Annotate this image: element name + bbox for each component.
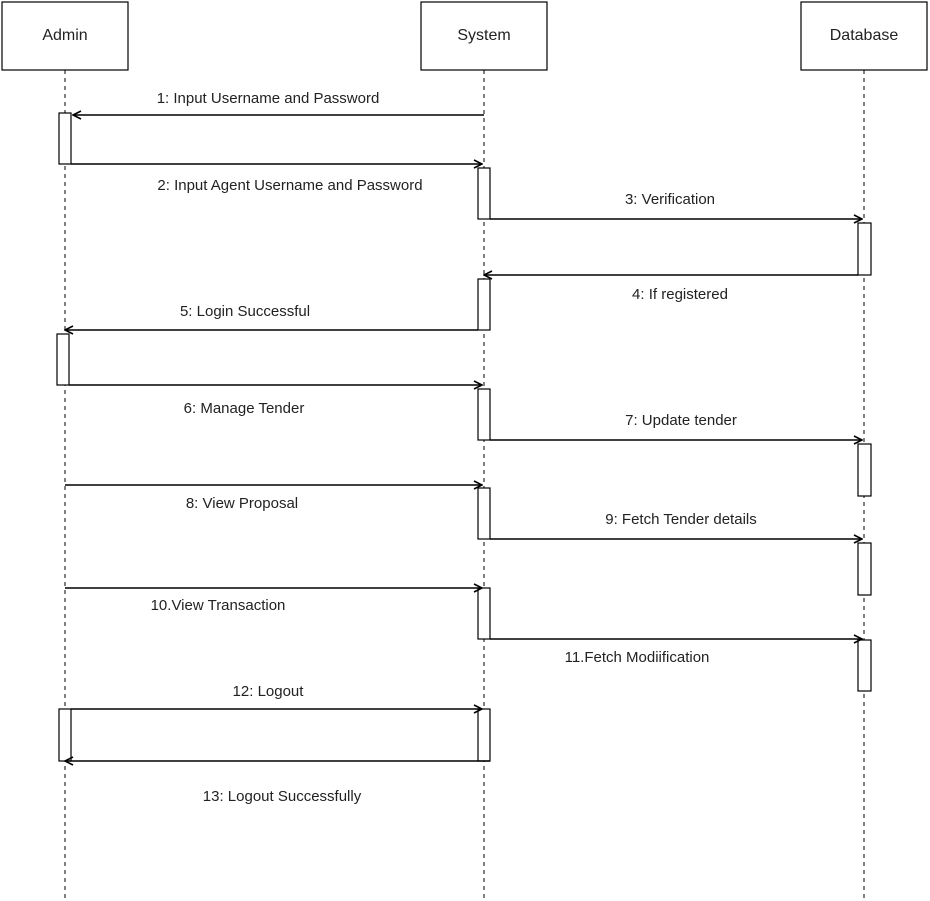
participant-label-system: System xyxy=(457,27,510,44)
message-label: 4: If registered xyxy=(632,286,728,303)
activation-bar-admin xyxy=(56,333,70,386)
participant-label-database: Database xyxy=(830,27,899,44)
activation-bar-database xyxy=(857,542,872,596)
message-label: 1: Input Username and Password xyxy=(157,90,380,107)
activation-bar-database xyxy=(857,639,872,692)
participant-system: System xyxy=(420,1,548,71)
activation-bar-admin xyxy=(58,112,72,165)
message-label: 5: Login Successful xyxy=(180,303,310,320)
message-label: 2: Input Agent Username and Password xyxy=(157,177,422,194)
activation-bar-system xyxy=(477,487,491,540)
activation-bar-system xyxy=(477,388,491,441)
message-label: 8: View Proposal xyxy=(186,495,298,512)
activation-bar-database xyxy=(857,443,872,497)
message-label: 10.View Transaction xyxy=(151,597,286,614)
activation-bar-admin xyxy=(58,708,72,762)
activation-bar-database xyxy=(857,222,872,276)
activation-bar-system xyxy=(477,167,491,220)
activation-bar-system xyxy=(477,278,491,331)
participant-box-system xyxy=(420,1,548,71)
participant-label-admin: Admin xyxy=(42,27,87,44)
message-label: 11.Fetch Modiification xyxy=(565,649,710,666)
message-label: 3: Verification xyxy=(625,191,715,208)
message-label: 12: Logout xyxy=(233,683,305,700)
message-label: 7: Update tender xyxy=(625,412,737,429)
message-label: 9: Fetch Tender details xyxy=(605,511,756,528)
participant-admin: Admin xyxy=(1,1,129,71)
message-label: 6: Manage Tender xyxy=(184,400,305,417)
activation-bar-system xyxy=(477,708,491,762)
message-label: 13: Logout Successfully xyxy=(203,788,362,805)
participant-box-admin xyxy=(1,1,129,71)
activation-bar-system xyxy=(477,587,491,640)
participant-box-database xyxy=(800,1,928,71)
participant-database: Database xyxy=(800,1,928,71)
